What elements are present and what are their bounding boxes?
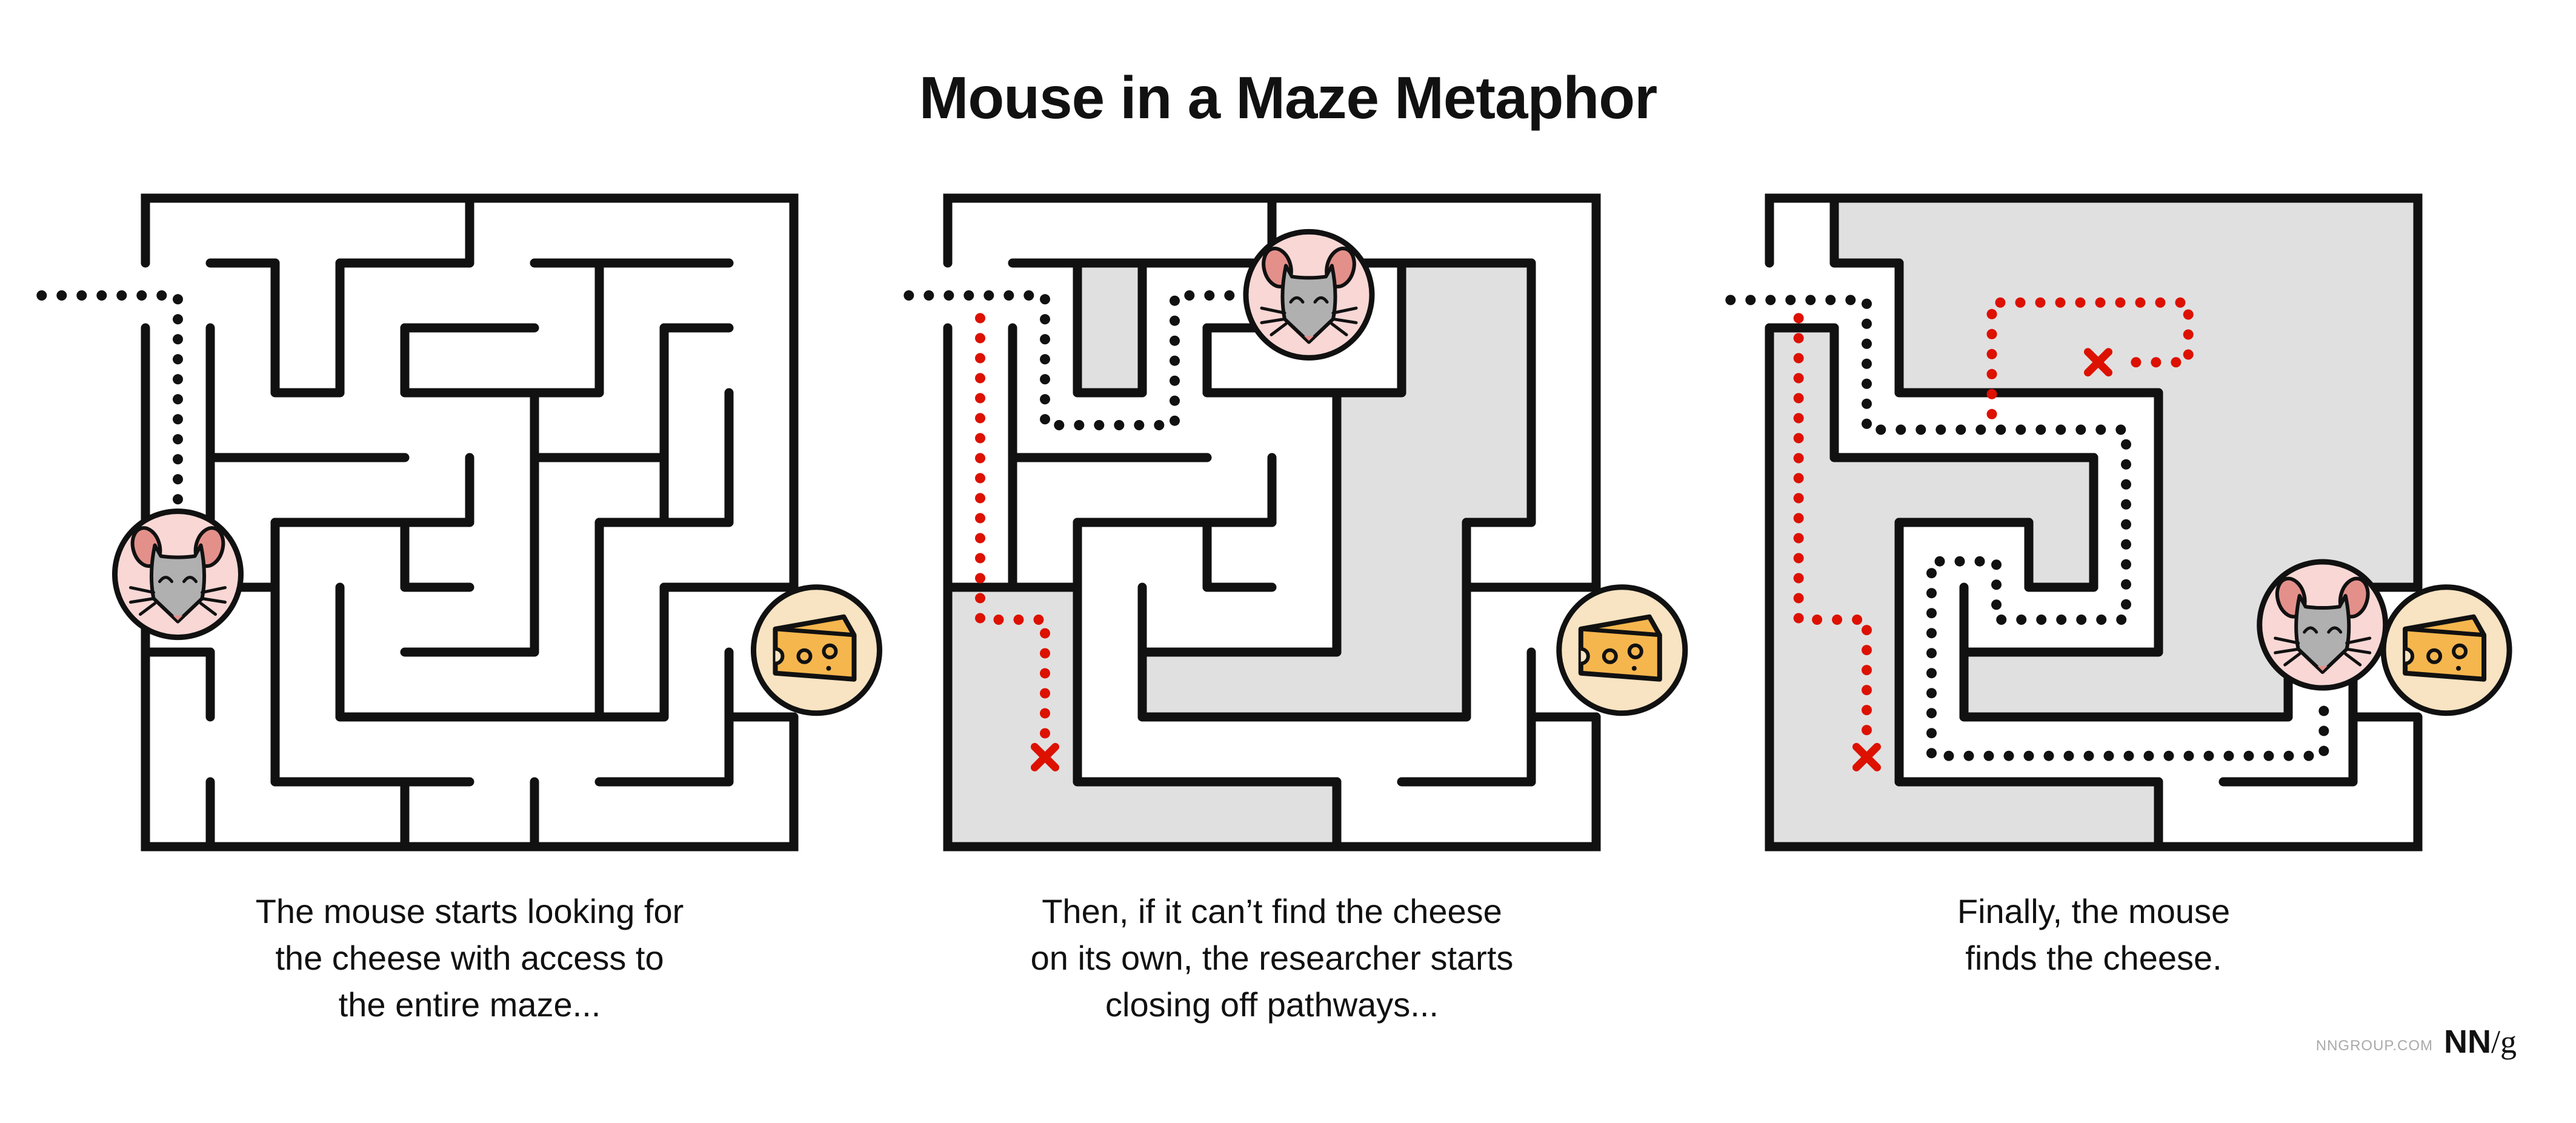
footer-site-link[interactable]: NNGROUP.COM — [2315, 1038, 2433, 1054]
mouse-path — [36, 290, 183, 528]
dead-end-x-icon — [1852, 742, 1881, 771]
cheese-icon — [2383, 587, 2509, 713]
dead-end-x-icon — [2083, 348, 2112, 377]
mouse-icon — [115, 512, 241, 638]
caption-panel-2: Then, if it can’t find the cheese on its… — [939, 888, 1605, 1028]
caption-line: The mouse starts looking for — [255, 892, 684, 930]
failed-path — [1793, 313, 1872, 742]
dead-end-x-icon — [1031, 742, 1059, 771]
page-title: Mouse in a Maze Metaphor — [919, 64, 1658, 131]
mouse-icon — [2260, 562, 2386, 688]
caption-line: Then, if it can’t find the cheese — [1042, 892, 1502, 930]
caption-line: on its own, the researcher starts — [1030, 939, 1514, 977]
cheese-icon — [1559, 587, 1685, 713]
caption-line: the cheese with access to — [275, 939, 664, 977]
mouse-path — [1725, 295, 2329, 761]
mouse-icon — [1246, 232, 1372, 358]
caption-line: closing off pathways... — [1105, 985, 1439, 1024]
closed-off-area — [1077, 263, 1142, 393]
maze-cheese-found — [1725, 193, 2509, 851]
caption-line: the entire maze... — [338, 985, 601, 1024]
failed-path — [975, 313, 1050, 742]
nng-logo: NN/g — [2444, 1023, 2517, 1061]
mouse-path — [904, 290, 1258, 430]
maze-outer-wall — [1765, 193, 2423, 851]
maze-pathways-closing — [904, 193, 1685, 851]
caption-line: Finally, the mouse — [1957, 892, 2231, 930]
cheese-icon — [753, 587, 879, 713]
logo-rest: /g — [2491, 1024, 2517, 1060]
logo-bold: NN — [2444, 1024, 2491, 1060]
caption-panel-3: Finally, the mouse finds the cheese. — [1760, 888, 2427, 981]
caption-line: finds the cheese. — [1965, 939, 2222, 977]
caption-panel-1: The mouse starts looking for the cheese … — [136, 888, 803, 1028]
maze-outer-wall — [943, 193, 1601, 851]
maze-full-access — [36, 193, 880, 851]
